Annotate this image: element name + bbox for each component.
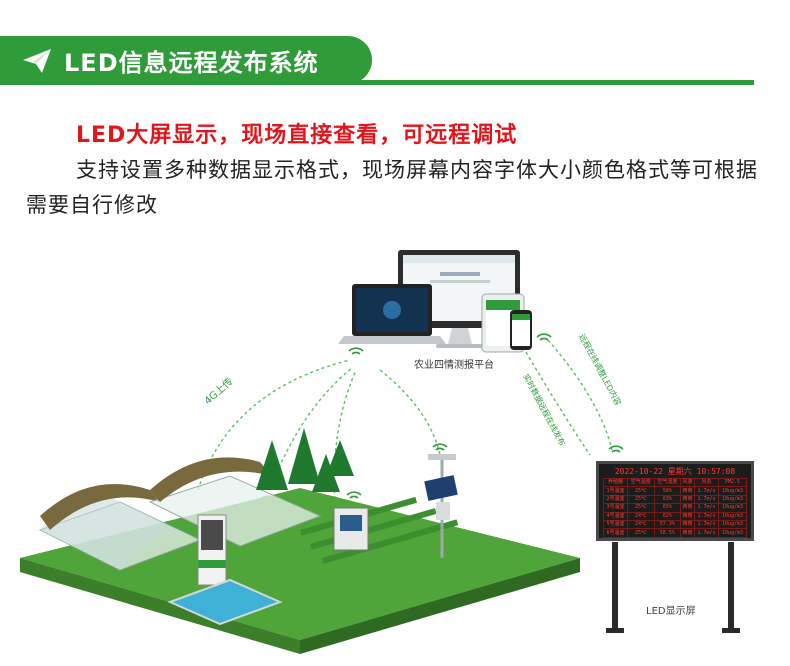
led-table-cell: 56% [653,486,682,496]
led-screen-label: LED显示屏 [646,606,696,617]
led-table-cell: 西南 [680,519,696,530]
signal-icons [186,333,624,503]
water-pool [167,578,283,626]
trees [256,428,354,492]
led-table-cell: 1.7m/s [694,503,720,513]
system-illustration: 农业四情测报平台 4G上传 远程在线调整LED内容 实时数据远程在线发布 202… [0,240,790,666]
led-table-cell: 1.7m/s [694,511,720,521]
led-table-cell: 3号温室 [602,503,629,513]
paper-plane-icon [23,49,51,73]
led-table-cell: 10ug/m3 [718,519,747,530]
led-table-cell: 25℃ [627,486,655,496]
led-table-cell: 养殖棚 [602,477,629,488]
headline: LED大屏显示，现场直接查看，可远程调试 [76,123,518,148]
led-table-cell: 10ug/m3 [718,486,747,496]
led-table-cell: 空气温度 [627,477,655,488]
led-table-cell: 25℃ [627,494,655,505]
led-table-cell: 1号温室 [602,486,629,496]
led-date-header: 2022-10-22 星期六 10:57:08 [614,467,736,476]
led-table-cell: 10ug/m3 [718,528,747,538]
led-table-cell: 风向 [694,477,720,488]
led-table-cell: 24℃ [627,519,655,530]
led-table-cell: 1.7m/s [694,528,720,538]
led-table-cell: 10ug/m3 [718,494,747,505]
led-table-cell: 1.7m/s [694,494,720,505]
sensor-cabinet [197,514,227,586]
led-table-cell: 62% [653,511,682,521]
led-table-cell: 65% [653,503,682,513]
led-table-cell: 10ug/m3 [718,511,747,521]
led-table-cell: 风速 [680,477,696,488]
platform-label: 农业四情测报平台 [414,360,494,371]
led-table-cell: 西南 [680,511,696,521]
led-table-cell: 西南 [680,486,696,496]
banner-underline [0,80,754,85]
led-table-cell: 10ug/m3 [718,503,747,513]
led-stand [606,542,740,633]
led-table-cell: 25℃ [627,528,655,538]
banner-tab [0,36,372,84]
led-table-cell: 24℃ [627,511,655,521]
led-table-cell: 西南 [680,528,696,538]
led-table-cell: 63% [653,494,682,505]
laptop-device [338,284,446,344]
led-table-cell: PM2.5 [718,477,747,488]
banner-title: LED信息远程发布系统 [64,49,319,77]
led-table-cell: 57.3% [653,519,682,530]
led-table-cell: 2号温室 [602,494,629,505]
led-table-cell: 25℃ [627,503,655,513]
weather-station [424,454,458,558]
led-table-cell: 西南 [680,503,696,513]
led-table-cell: 1.7m/s [694,519,720,530]
control-box [333,507,369,551]
led-table-cell: 4号温室 [602,511,629,521]
phone-device [510,310,532,350]
section-banner: LED信息远程发布系统 [0,36,790,88]
description-paragraph: 支持设置多种数据显示格式，现场屏幕内容字体大小颜色格式等可根据需要自行修改 [26,158,758,217]
led-table-cell: 1.7m/s [694,486,720,496]
led-table-cell: 6号温室 [602,528,629,538]
illustration-graphic [20,250,740,654]
led-table-cell: 5号温室 [602,519,629,530]
led-table-cell: 西南 [680,494,696,505]
led-table-cell: 58.5% [653,528,682,538]
led-table-cell: 空气湿度 [653,477,682,488]
